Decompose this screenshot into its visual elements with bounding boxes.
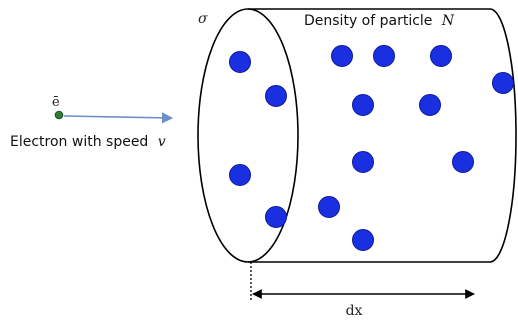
dx-label: dx — [346, 303, 363, 319]
particle — [353, 152, 374, 173]
particle — [353, 230, 374, 251]
density-text: Density of particle — [304, 13, 432, 29]
electron-text: Electron with speed — [10, 134, 148, 150]
cylinder-back-arc — [490, 9, 516, 262]
sigma-label: σ — [198, 11, 208, 27]
particle — [319, 197, 340, 218]
electron-symbol-label: ē — [52, 95, 60, 110]
electron-speed-symbol: v — [158, 134, 166, 150]
electron-label: Electron with speed v — [10, 134, 166, 150]
particle — [453, 152, 474, 173]
electron-velocity-arrow — [64, 116, 172, 118]
particles — [230, 46, 514, 251]
particle — [420, 95, 441, 116]
particle — [230, 52, 251, 73]
particle — [374, 46, 395, 67]
particle — [431, 46, 452, 67]
particle — [332, 46, 353, 67]
particle — [266, 86, 287, 107]
electron-dot — [55, 111, 63, 119]
particle — [353, 95, 374, 116]
density-label: Density of particle N — [304, 13, 455, 29]
density-symbol: N — [441, 13, 455, 29]
particle — [230, 165, 251, 186]
particle — [266, 207, 287, 228]
particle — [493, 73, 514, 94]
